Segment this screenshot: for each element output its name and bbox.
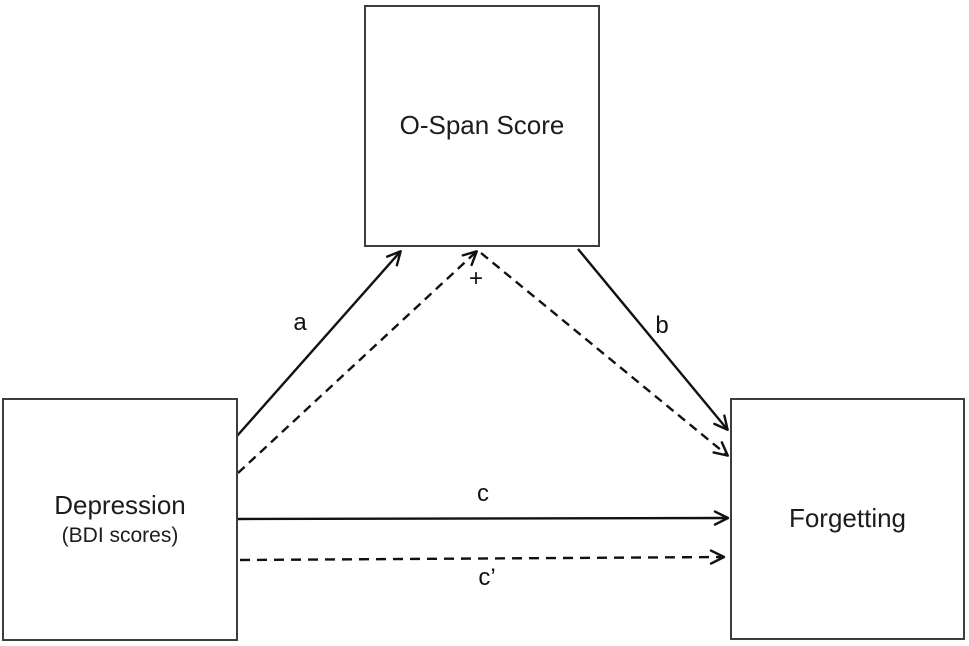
node-forgetting-label: Forgetting [788, 503, 907, 534]
node-depression-label: Depression [54, 489, 186, 520]
node-depression: Depression (BDI scores) [2, 398, 238, 641]
node-forgetting: Forgetting [730, 398, 965, 640]
node-ospan-score-label: O-Span Score [399, 110, 565, 141]
edge-c-label: c [477, 480, 489, 507]
edge-mediated-out-line [480, 252, 729, 457]
node-depression-sublabel: (BDI scores) [61, 523, 179, 547]
edge-b-label: b [655, 312, 669, 339]
edge-c-line [237, 510, 730, 526]
edge-c-prime-line [239, 549, 726, 565]
edge-a-line [236, 250, 402, 437]
edge-a-label: a [293, 309, 307, 336]
edge-mediated-in-line [237, 250, 478, 474]
edge-c-prime-label: c’ [478, 564, 496, 591]
edge-b-line [577, 248, 729, 431]
node-ospan-score: O-Span Score [364, 5, 600, 247]
edge-mediated-in-plus-label: + [468, 265, 484, 292]
